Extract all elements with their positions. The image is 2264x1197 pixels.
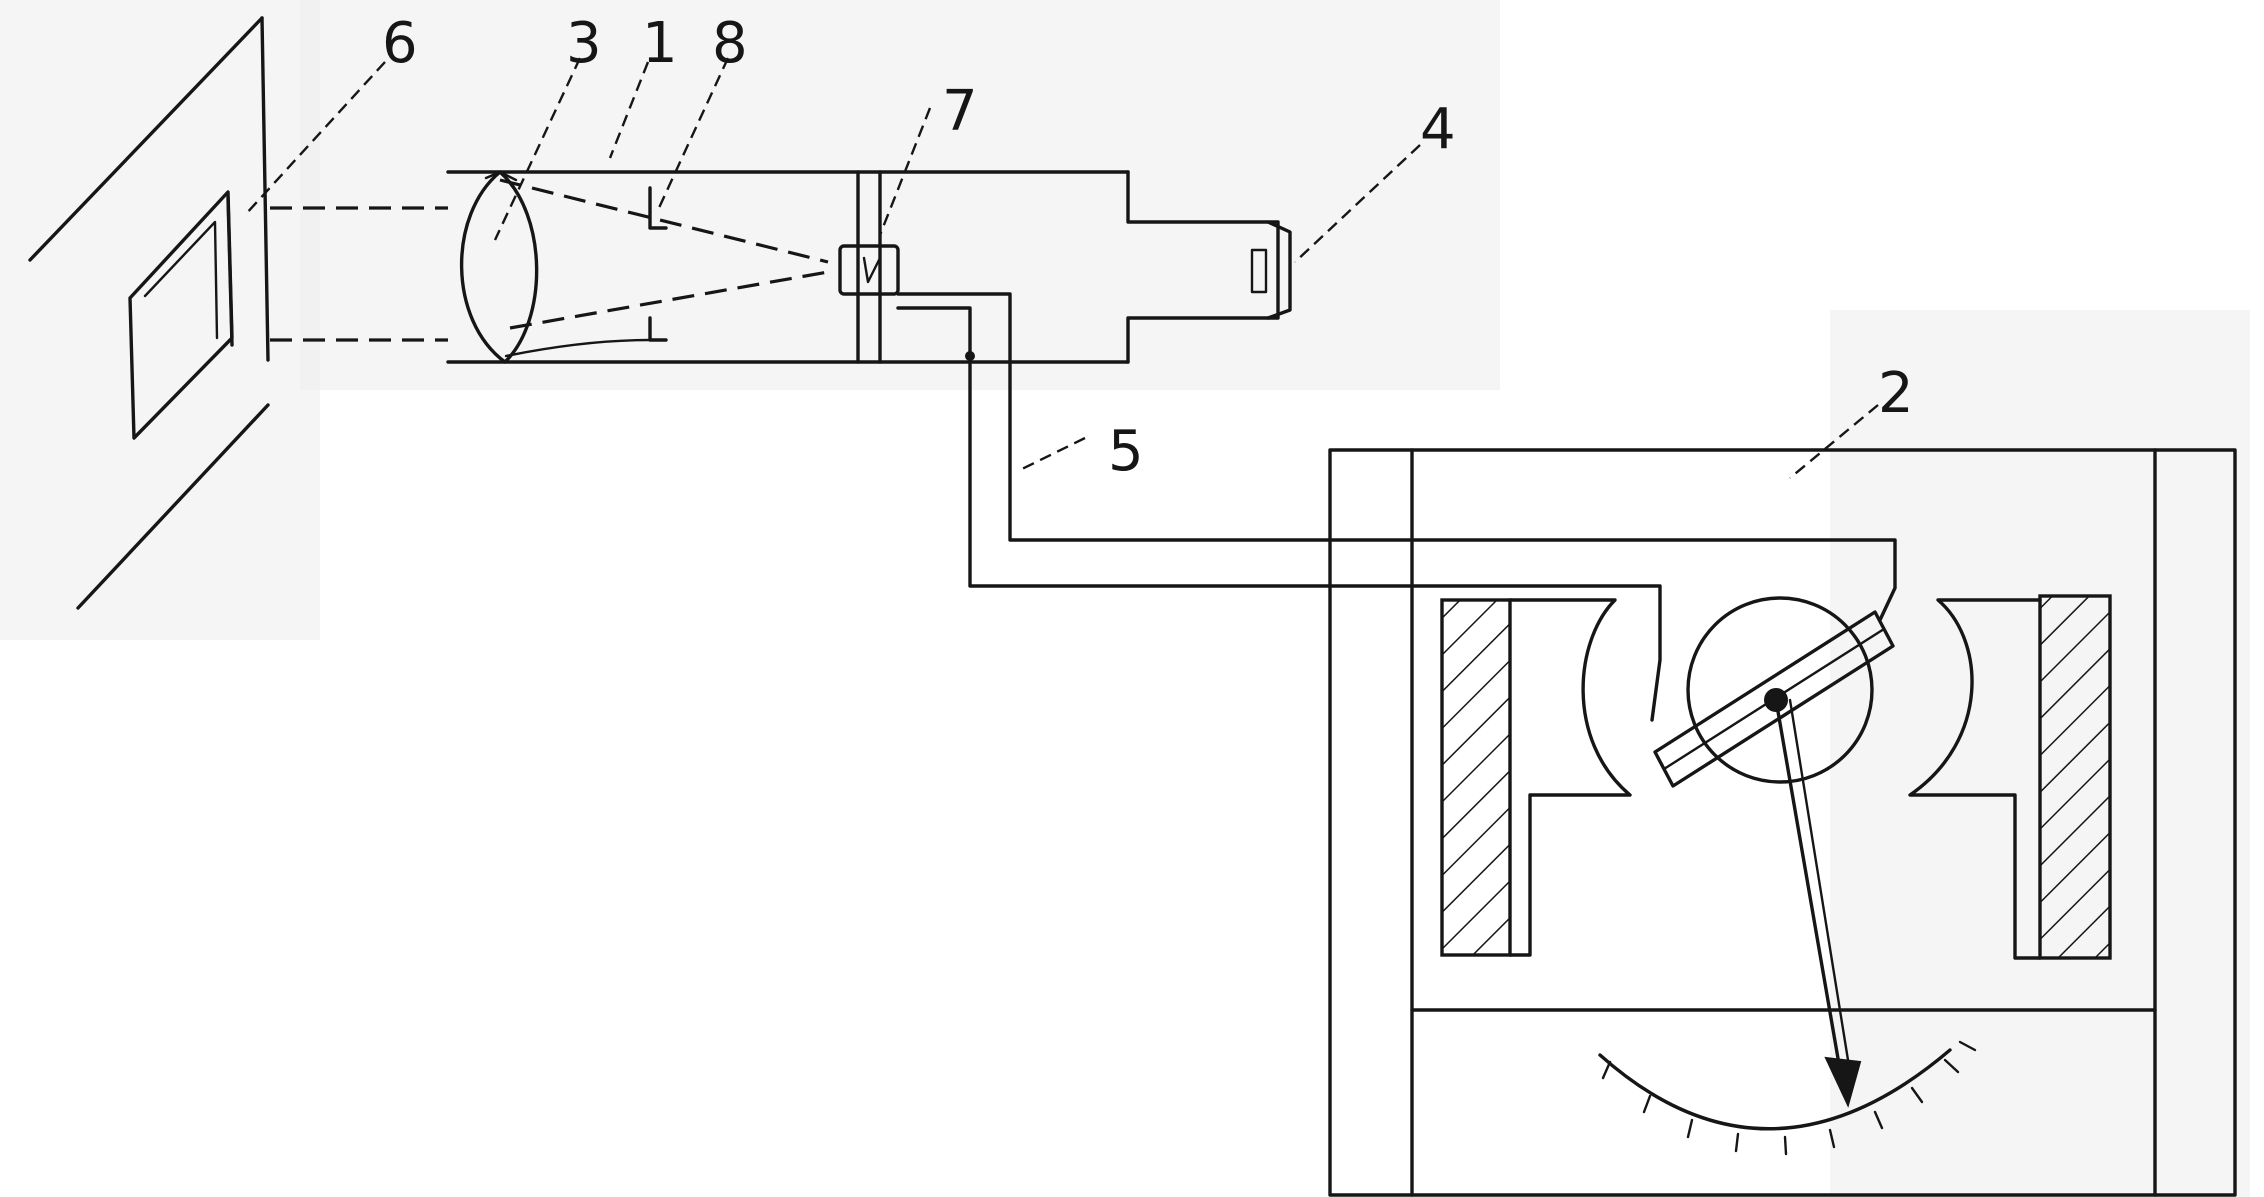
magnet-left [1440, 598, 1512, 957]
diaphragm [504, 186, 668, 358]
object-plate [28, 16, 270, 610]
eyepiece [1250, 220, 1292, 320]
label-3: 3 [566, 11, 602, 76]
label-6: 6 [382, 11, 418, 76]
galvanometer [1328, 448, 2237, 1197]
label-leaders [244, 57, 1879, 479]
magnet-right [2038, 594, 2112, 960]
lead-wires [896, 292, 1897, 722]
label-4: 4 [1420, 97, 1456, 162]
label-1: 1 [642, 11, 678, 76]
labels: 6 3 1 8 7 4 5 2 [382, 11, 1914, 484]
label-8: 8 [712, 11, 748, 76]
telescope-tube [446, 170, 1280, 364]
label-5: 5 [1108, 419, 1144, 484]
thermocouple-sensor [838, 244, 900, 296]
label-7: 7 [942, 79, 978, 144]
objective-lens [459, 170, 539, 364]
label-2: 2 [1878, 361, 1914, 426]
light-rays [270, 178, 829, 342]
